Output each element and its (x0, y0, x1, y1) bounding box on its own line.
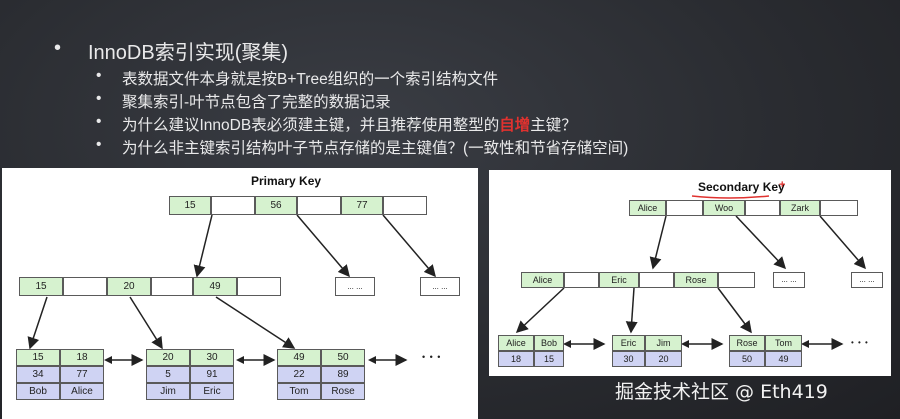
root-key-cell: Alice (629, 200, 666, 216)
leaf-pk-value-cell: 20 (645, 351, 682, 367)
leaf-data-cell: Rose (321, 383, 365, 400)
leaf-data-cell: Alice (60, 383, 104, 400)
tree-arrow (27, 296, 48, 350)
secondary-tree-arrows (515, 195, 866, 350)
bullet-dot: • (54, 37, 62, 59)
internal-pointer-cell (564, 272, 599, 288)
leaf-key-cell: 30 (190, 349, 234, 366)
sub-bullet-post: 主键？ (530, 117, 577, 134)
leaf-key-cell: Rose (729, 335, 765, 351)
bullet-dot: • (96, 136, 102, 153)
internal-pointer-cell (151, 277, 193, 296)
tree-arrow (819, 215, 866, 270)
internal-key-cell: Eric (599, 272, 639, 288)
internal-pointer-cell (639, 272, 674, 288)
bullet-dot: • (96, 67, 102, 84)
leaf-key-cell: 49 (277, 349, 321, 366)
watermark: 掘金技术社区 @ Eth419 (615, 381, 828, 403)
leaf-key-cell: Tom (765, 335, 802, 351)
tree-arrow (193, 214, 213, 278)
leaf-pk-value-cell: 49 (765, 351, 802, 367)
tree-arrow (649, 215, 667, 270)
secondary-key-title: Secondary Key (698, 180, 785, 194)
slide-title: InnoDB索引实现(聚集) (88, 42, 289, 64)
tree-arrow (625, 287, 638, 334)
internal-key-cell: 49 (193, 277, 237, 296)
tree-arrow (129, 296, 163, 350)
leaf-ellipsis: • • • (851, 338, 869, 347)
tree-arrow (735, 215, 787, 270)
title-mark: + (779, 179, 786, 191)
leaf-key-cell: Alice (498, 335, 534, 351)
leaf-data-cell: 5 (146, 366, 190, 383)
leaf-pk-value-cell: 50 (729, 351, 765, 367)
leaf-ellipsis: • • • (422, 352, 442, 362)
leaf-key-cell: 15 (16, 349, 60, 366)
secondary-key-diagram: Secondary Key + Alice Woo Zark Alice Eri… (489, 170, 891, 376)
leaf-data-cell: Bob (16, 383, 60, 400)
leaf-data-cell: 22 (277, 366, 321, 383)
root-pointer-cell (297, 196, 341, 215)
leaf-pk-value-cell: 30 (612, 351, 645, 367)
leaf-data-cell: Jim (146, 383, 190, 400)
placeholder-node: ... ... (851, 272, 883, 288)
leaf-data-cell: Tom (277, 383, 321, 400)
primary-key-diagram: Primary Key 15 56 77 15 20 49 ... ... ..… (2, 168, 478, 419)
internal-pointer-cell (63, 277, 107, 296)
root-key-cell: 56 (255, 196, 297, 215)
bullet-dot: • (96, 113, 102, 130)
internal-key-cell: 20 (107, 277, 151, 296)
root-pointer-cell (820, 200, 858, 216)
primary-key-title: Primary Key (251, 174, 322, 188)
highlight-text: 自增 (499, 117, 531, 134)
placeholder-node: ... ... (773, 272, 805, 288)
leaf-data-cell: Eric (190, 383, 234, 400)
sub-bullet-text: 为什么非主键索引结构叶子节点存储的是主键值？(一致性和节省存储空间) (122, 140, 629, 157)
leaf-data-cell: 34 (16, 366, 60, 383)
root-pointer-cell (666, 200, 703, 216)
root-key-cell: 77 (341, 196, 383, 215)
internal-pointer-cell (718, 272, 755, 288)
leaf-data-cell: 91 (190, 366, 234, 383)
internal-key-cell: Rose (674, 272, 718, 288)
placeholder-node: ... ... (420, 277, 460, 296)
leaf-key-cell: Eric (612, 335, 645, 351)
root-key-cell: Zark (780, 200, 820, 216)
leaf-key-cell: Jim (645, 335, 682, 351)
internal-key-cell: Alice (521, 272, 564, 288)
root-pointer-cell (211, 196, 255, 215)
placeholder-node: ... ... (335, 277, 375, 296)
internal-key-cell: 15 (19, 277, 63, 296)
title-underline (691, 195, 770, 199)
root-key-cell: 15 (169, 196, 211, 215)
leaf-key-cell: Bob (534, 335, 564, 351)
tree-arrow (296, 214, 350, 278)
leaf-data-cell: 77 (60, 366, 104, 383)
leaf-key-cell: 18 (60, 349, 104, 366)
root-pointer-cell (383, 196, 427, 215)
tree-arrow (515, 287, 565, 334)
leaf-pk-value-cell: 18 (498, 351, 534, 367)
primary-tree-arrows (27, 214, 436, 366)
root-pointer-cell (745, 200, 780, 216)
tree-arrow (382, 214, 436, 278)
sub-bullet-text: 表数据文件本身就是按B+Tree组织的一个索引结构文件 (122, 71, 499, 88)
bullet-dot: • (96, 90, 102, 107)
leaf-pk-value-cell: 15 (534, 351, 564, 367)
tree-arrow (717, 287, 752, 334)
tree-arrow (215, 296, 296, 349)
sub-bullet-text: 为什么建议InnoDB表必须建主键，并且推荐使用整型的自增主键？ (122, 113, 577, 135)
sub-bullet-pre: 为什么建议InnoDB表必须建主键，并且推荐使用整型的 (122, 117, 500, 134)
leaf-data-cell: 89 (321, 366, 365, 383)
leaf-key-cell: 50 (321, 349, 365, 366)
internal-pointer-cell (237, 277, 281, 296)
sub-bullet-text: 聚集索引-叶节点包含了完整的数据记录 (122, 94, 391, 111)
leaf-key-cell: 20 (146, 349, 190, 366)
root-key-cell: Woo (703, 200, 745, 216)
